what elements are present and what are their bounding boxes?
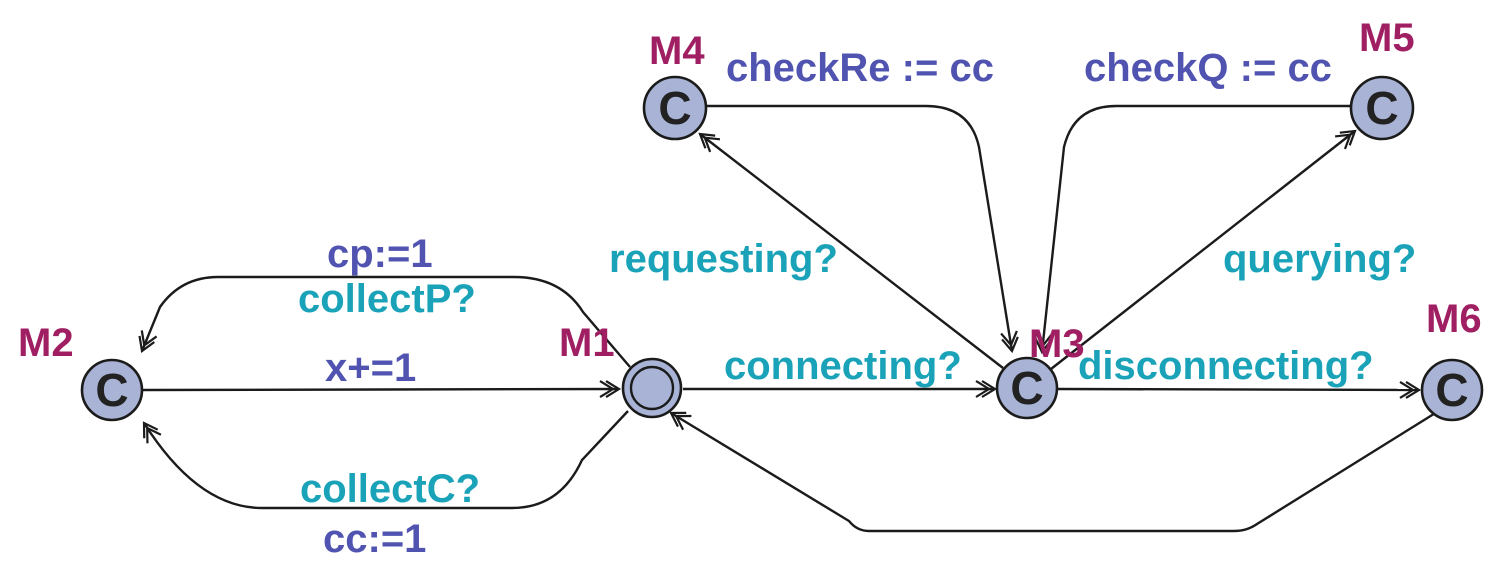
location-m1-inner-circle: [629, 365, 675, 411]
edge-m4-m3-checkre: checkRe := cc: [706, 46, 1019, 354]
location-m5-circle: [1349, 75, 1415, 141]
location-m3-name: M3: [1029, 322, 1085, 366]
edge-m1-m2-sync-label: collectP?: [298, 277, 476, 321]
location-m6: C M6: [1420, 297, 1484, 422]
location-m5-committed-mark: C: [1365, 82, 1398, 134]
location-m1-name: M1: [559, 321, 615, 365]
edge-m1-m2-collectc-sync-label: collectC?: [300, 467, 480, 511]
edge-m2-m1-assign-label: x+=1: [325, 346, 416, 390]
location-m2-name: M2: [18, 321, 74, 365]
edge-m3-m4-line: [698, 132, 1004, 369]
edge-m1-m2-collectc-line: [142, 410, 629, 510]
location-m4-circle: [642, 75, 708, 141]
edge-m6-m1-line: [669, 410, 1438, 533]
edge-m3-m6-sync-label: disconnecting?: [1078, 344, 1374, 388]
edge-m3-m5-sync-label: querying?: [1223, 237, 1416, 281]
location-m5-name: M5: [1359, 16, 1415, 60]
location-m2-circle: [80, 358, 144, 422]
edge-m6-m1-return: [669, 410, 1438, 533]
location-m4: C M4: [642, 29, 708, 141]
location-m4-name: M4: [649, 29, 705, 73]
edge-m5-m3-assign-label: checkQ := cc: [1084, 46, 1332, 90]
location-m3: C M3: [995, 322, 1085, 420]
location-m2: C M2: [18, 321, 144, 422]
location-m6-committed-mark: C: [1435, 364, 1468, 416]
location-m6-circle: [1420, 358, 1484, 422]
location-m5: C M5: [1349, 16, 1415, 141]
edge-m3-m6-disconnecting: disconnecting?: [1057, 344, 1422, 399]
edge-m4-m3-line: [706, 104, 1019, 354]
edge-m1-m2-collectp-line: [138, 275, 631, 368]
edge-m1-m2-collectc-assign-label: cc:=1: [323, 517, 426, 561]
location-m2-committed-mark: C: [95, 364, 128, 416]
edge-m1-m3-connecting: connecting?: [683, 344, 998, 398]
edge-m3-m5-querying: querying?: [1050, 129, 1416, 370]
edge-m3-m4-requesting: requesting?: [609, 132, 1004, 369]
edge-m2-m1-x: x+=1: [142, 346, 622, 398]
edge-m1-m2-collectc: collectC? cc:=1: [142, 410, 629, 561]
edge-m3-m6-line: [1057, 381, 1422, 399]
edge-m1-m2-assign-label: cp:=1: [327, 232, 433, 276]
edge-m2-m1-line: [142, 380, 622, 398]
edge-m5-m3-checkq: checkQ := cc: [1034, 46, 1353, 355]
edge-m5-m3-line: [1034, 104, 1353, 355]
edge-m1-m3-sync-label: connecting?: [724, 344, 962, 388]
edge-m3-m4-sync-label: requesting?: [609, 237, 838, 281]
location-m1: M1: [559, 321, 683, 419]
edge-m1-m2-collectp: cp:=1 collectP?: [138, 232, 631, 368]
location-m6-name: M6: [1426, 297, 1482, 341]
location-m4-committed-mark: C: [658, 82, 691, 134]
location-m3-circle: [995, 356, 1059, 420]
edge-m3-m5-line: [1050, 129, 1357, 370]
edge-m4-m3-assign-label: checkRe := cc: [726, 46, 994, 90]
location-m3-committed-mark: C: [1010, 362, 1043, 414]
